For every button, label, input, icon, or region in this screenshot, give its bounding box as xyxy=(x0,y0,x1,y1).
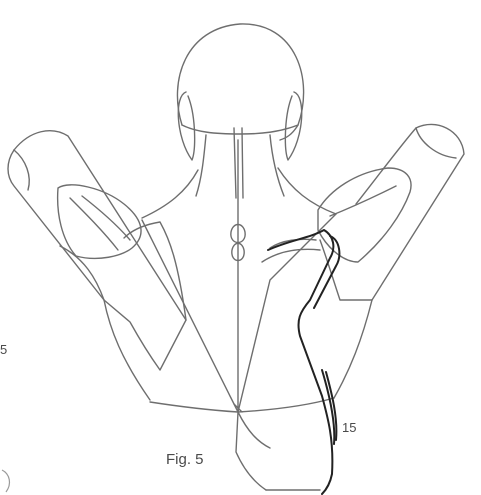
neck-right xyxy=(270,135,284,196)
trapezius-left xyxy=(142,170,198,218)
head-outline xyxy=(177,24,303,140)
right-arm-end-cap xyxy=(416,128,456,158)
left-scapula xyxy=(104,222,186,370)
left-arm-inner xyxy=(8,150,104,300)
right-inner-curve-2 xyxy=(262,249,320,262)
lat-highlight-line xyxy=(268,230,333,494)
figure-caption: Fig. 5 xyxy=(166,452,204,468)
trapezius-lower-left xyxy=(142,220,238,412)
left-deltoid xyxy=(58,185,141,259)
callout-label: 15 xyxy=(342,420,356,436)
left-lower-contour xyxy=(104,300,150,400)
right-scapula xyxy=(320,240,372,300)
trapezius-right xyxy=(278,168,336,214)
right-arm-inner xyxy=(356,128,416,204)
neck-center-upper xyxy=(234,128,236,198)
right-lower-contour xyxy=(334,300,372,398)
right-arm-outer xyxy=(372,124,464,300)
lat-highlight-inner xyxy=(314,236,339,308)
head-base-line xyxy=(182,125,298,134)
right-deltoid-stroke xyxy=(330,186,396,216)
left-base xyxy=(150,402,238,412)
lower-torso-left xyxy=(236,412,266,490)
edge-label-left: 5 xyxy=(0,342,7,358)
ear-left xyxy=(178,92,194,160)
edge-mark-bottom-left xyxy=(2,470,9,492)
left-arm-end-cap xyxy=(14,150,29,190)
neck-center-upper-2 xyxy=(242,128,243,198)
neck-left xyxy=(196,135,206,196)
right-base xyxy=(238,398,334,412)
lower-torso-center xyxy=(238,412,270,448)
